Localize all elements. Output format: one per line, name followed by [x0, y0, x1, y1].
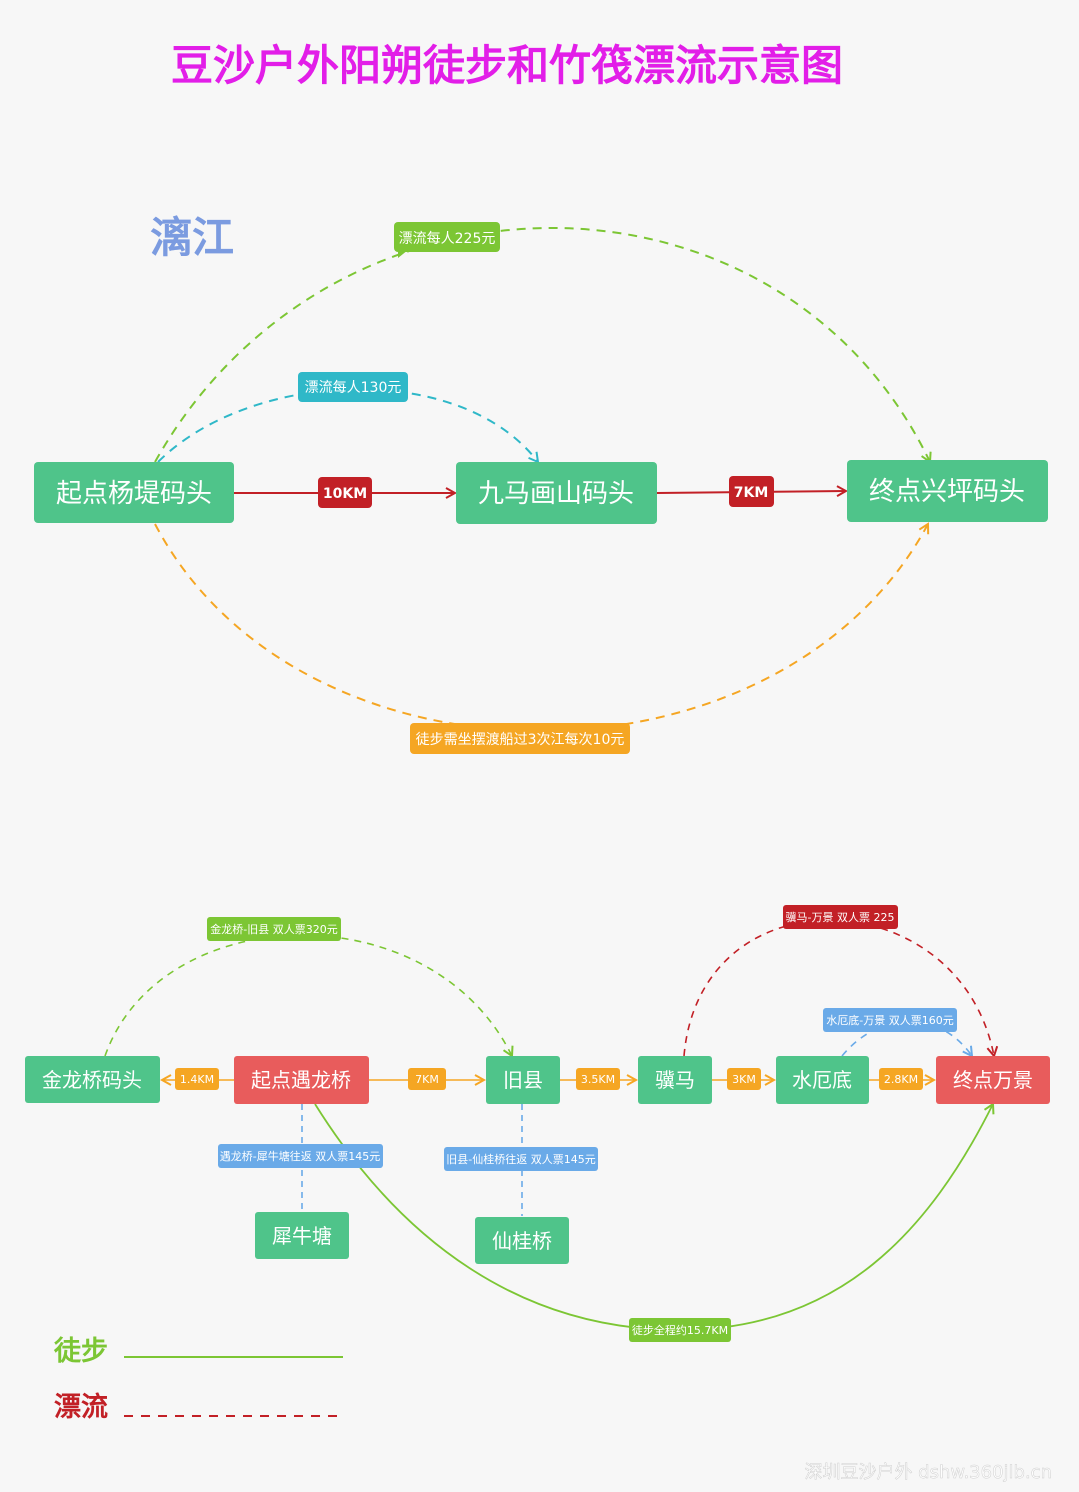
svg-text:1.4KM: 1.4KM — [180, 1073, 214, 1086]
svg-text:徒步全程约15.7KM: 徒步全程约15.7KM — [632, 1323, 728, 1337]
page-title: 豆沙户外阳朔徒步和竹筏漂流示意图 — [171, 41, 843, 90]
svg-text:漂流每人225元: 漂流每人225元 — [399, 231, 496, 247]
hike-route-yulong-wanjing — [314, 1104, 993, 1331]
raft-price-jiuxian-xiangui-label: 旧县-仙桂桥往返 双人票145元 — [444, 1147, 598, 1171]
node-jiuxian: 旧县 — [486, 1056, 560, 1104]
svg-text:2.8KM: 2.8KM — [884, 1073, 918, 1086]
raft-route-jima-wanjing — [683, 919, 994, 1056]
distance-badge-yulong-jiuxian: 7KM — [408, 1068, 446, 1090]
legend: 徒步 漂流 — [53, 1336, 343, 1423]
river-label: 漓江 — [150, 213, 234, 262]
svg-text:仙桂桥: 仙桂桥 — [492, 1229, 552, 1253]
distance-badge-mid-end: 7KM — [729, 476, 774, 507]
raft-price-jinlong-jiuxian-label: 金龙桥-旧县 双人票320元 — [207, 917, 341, 941]
raft-price-yulong-xiniu-label: 遇龙桥-犀牛塘往返 双人票145元 — [218, 1144, 383, 1168]
svg-text:旧县: 旧县 — [503, 1068, 543, 1092]
distance-badge-jiuxian-jima: 3.5KM — [576, 1068, 620, 1090]
svg-text:7KM: 7KM — [734, 485, 769, 501]
svg-text:起点杨堤码头: 起点杨堤码头 — [56, 479, 212, 509]
node-jima: 骥马 — [638, 1056, 712, 1104]
node-xingping-pier: 终点兴坪码头 — [847, 460, 1048, 522]
svg-text:3KM: 3KM — [732, 1073, 756, 1086]
svg-text:水厄底-万景 双人票160元: 水厄底-万景 双人票160元 — [826, 1013, 953, 1027]
svg-text:旧县-仙桂桥往返 双人票145元: 旧县-仙桂桥往返 双人票145元 — [446, 1152, 595, 1166]
node-jinlong-pier: 金龙桥码头 — [25, 1056, 160, 1103]
svg-text:徒步需坐摆渡船过3次江每次10元: 徒步需坐摆渡船过3次江每次10元 — [416, 732, 625, 748]
node-xiangui-bridge: 仙桂桥 — [475, 1217, 569, 1264]
hike-total-distance-label: 徒步全程约15.7KM — [629, 1318, 731, 1342]
svg-text:骥马: 骥马 — [655, 1068, 695, 1092]
svg-text:3.5KM: 3.5KM — [581, 1073, 615, 1086]
raft-route-jinlong-jiuxian — [104, 934, 512, 1056]
node-xiniu-pond: 犀牛塘 — [255, 1212, 349, 1259]
svg-text:骥马-万景 双人票 225: 骥马-万景 双人票 225 — [786, 911, 895, 924]
svg-text:漂流每人130元: 漂流每人130元 — [305, 380, 402, 396]
svg-text:起点遇龙桥: 起点遇龙桥 — [251, 1068, 351, 1092]
svg-text:金龙桥-旧县 双人票320元: 金龙桥-旧县 双人票320元 — [210, 922, 337, 936]
distance-badge-shuini-wanjing: 2.8KM — [879, 1068, 923, 1090]
watermark: 深圳豆沙户外 dshw.360jlb.cn — [804, 1462, 1052, 1483]
raft-price-jima-wanjing-label: 骥马-万景 双人票 225 — [783, 905, 898, 929]
svg-text:7KM: 7KM — [415, 1073, 439, 1086]
raft-route-start-end — [154, 227, 930, 462]
svg-text:终点兴坪码头: 终点兴坪码头 — [869, 477, 1025, 507]
raft-price-shuini-wanjing-label: 水厄底-万景 双人票160元 — [823, 1008, 957, 1032]
distance-badge-start-mid: 10KM — [318, 477, 372, 508]
node-yangdi-pier: 起点杨堤码头 — [34, 462, 234, 523]
node-jiuma-pier: 九马画山码头 — [456, 462, 657, 524]
node-yulong-bridge: 起点遇龙桥 — [234, 1056, 369, 1104]
svg-text:终点万景: 终点万景 — [953, 1068, 1033, 1092]
raft-price-half-label: 漂流每人130元 — [298, 372, 408, 402]
hike-ferry-note-label: 徒步需坐摆渡船过3次江每次10元 — [410, 723, 630, 754]
distance-badge-yulong-jinlong: 1.4KM — [175, 1068, 219, 1090]
raft-price-full-label: 漂流每人225元 — [394, 222, 500, 258]
svg-text:遇龙桥-犀牛塘往返 双人票145元: 遇龙桥-犀牛塘往返 双人票145元 — [220, 1149, 380, 1163]
node-shuini: 水厄底 — [776, 1056, 869, 1104]
hike-route-start-end — [154, 524, 928, 732]
svg-text:10KM: 10KM — [323, 486, 367, 502]
legend-hike-label: 徒步 — [53, 1336, 108, 1367]
legend-raft-label: 漂流 — [54, 1392, 108, 1423]
svg-text:金龙桥码头: 金龙桥码头 — [42, 1068, 142, 1092]
distance-badge-jima-shuini: 3KM — [727, 1068, 761, 1090]
svg-text:九马画山码头: 九马画山码头 — [478, 479, 634, 509]
node-wanjing: 终点万景 — [936, 1056, 1050, 1104]
svg-text:水厄底: 水厄底 — [792, 1068, 852, 1092]
svg-text:犀牛塘: 犀牛塘 — [272, 1224, 332, 1248]
